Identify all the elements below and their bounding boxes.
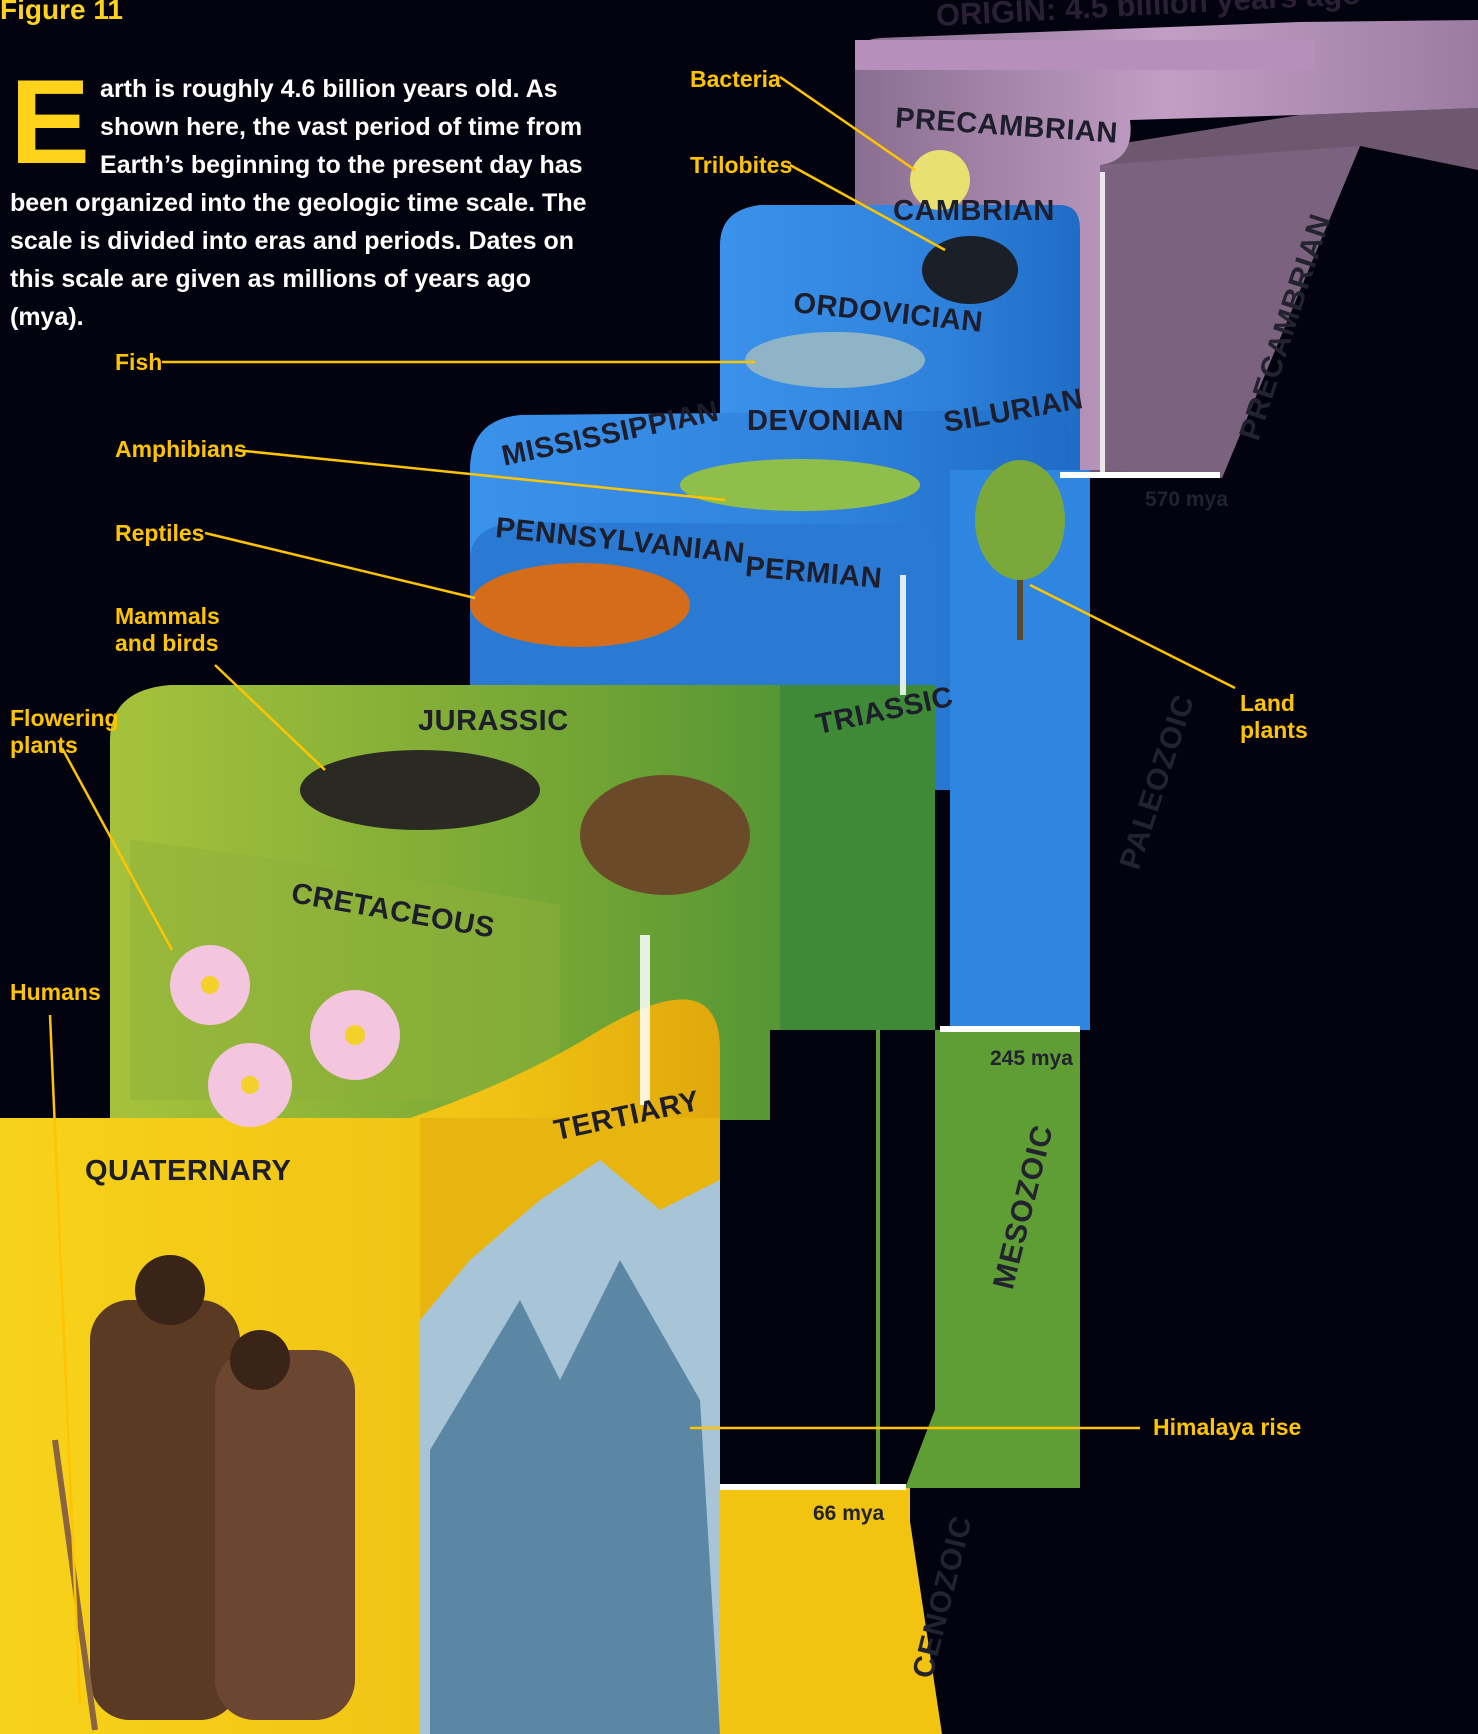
drop-cap: E [10, 70, 90, 174]
callout-trilobites: Trilobites [690, 152, 792, 179]
figure-label: Figure 11 [0, 0, 123, 26]
boundary-66-mya: 66 mya [813, 1502, 884, 1526]
boundary-245-mya: 245 mya [990, 1047, 1073, 1071]
intro-paragraph: E arth is roughly 4.6 billion years old.… [10, 70, 610, 336]
mammal-illustration [300, 750, 540, 830]
callout-mammals-and-birds: Mammals and birds [115, 603, 225, 657]
amphibian-illustration [680, 459, 920, 511]
callout-bacteria: Bacteria [690, 66, 781, 93]
period-cambrian: CAMBRIAN [893, 195, 1055, 228]
callout-fish: Fish [115, 349, 162, 376]
callout-himalaya-rise: Himalaya rise [1153, 1414, 1301, 1441]
callout-amphibians: Amphibians [115, 436, 247, 463]
intro-text: arth is roughly 4.6 billion years old. A… [10, 75, 587, 331]
callout-flowering-plants: Flowering plants [10, 705, 120, 759]
callout-humans: Humans [10, 979, 101, 1006]
callout-land-plants: Land plants [1240, 690, 1310, 744]
period-devonian: DEVONIAN [747, 405, 904, 438]
bird-illustration [580, 775, 750, 895]
fish-illustration [745, 332, 925, 388]
reptile-illustration [470, 563, 690, 647]
callout-reptiles: Reptiles [115, 520, 204, 547]
period-jurassic: JURASSIC [418, 705, 569, 738]
boundary-570-mya: 570 mya [1145, 488, 1228, 512]
period-quaternary: QUATERNARY [85, 1155, 291, 1188]
